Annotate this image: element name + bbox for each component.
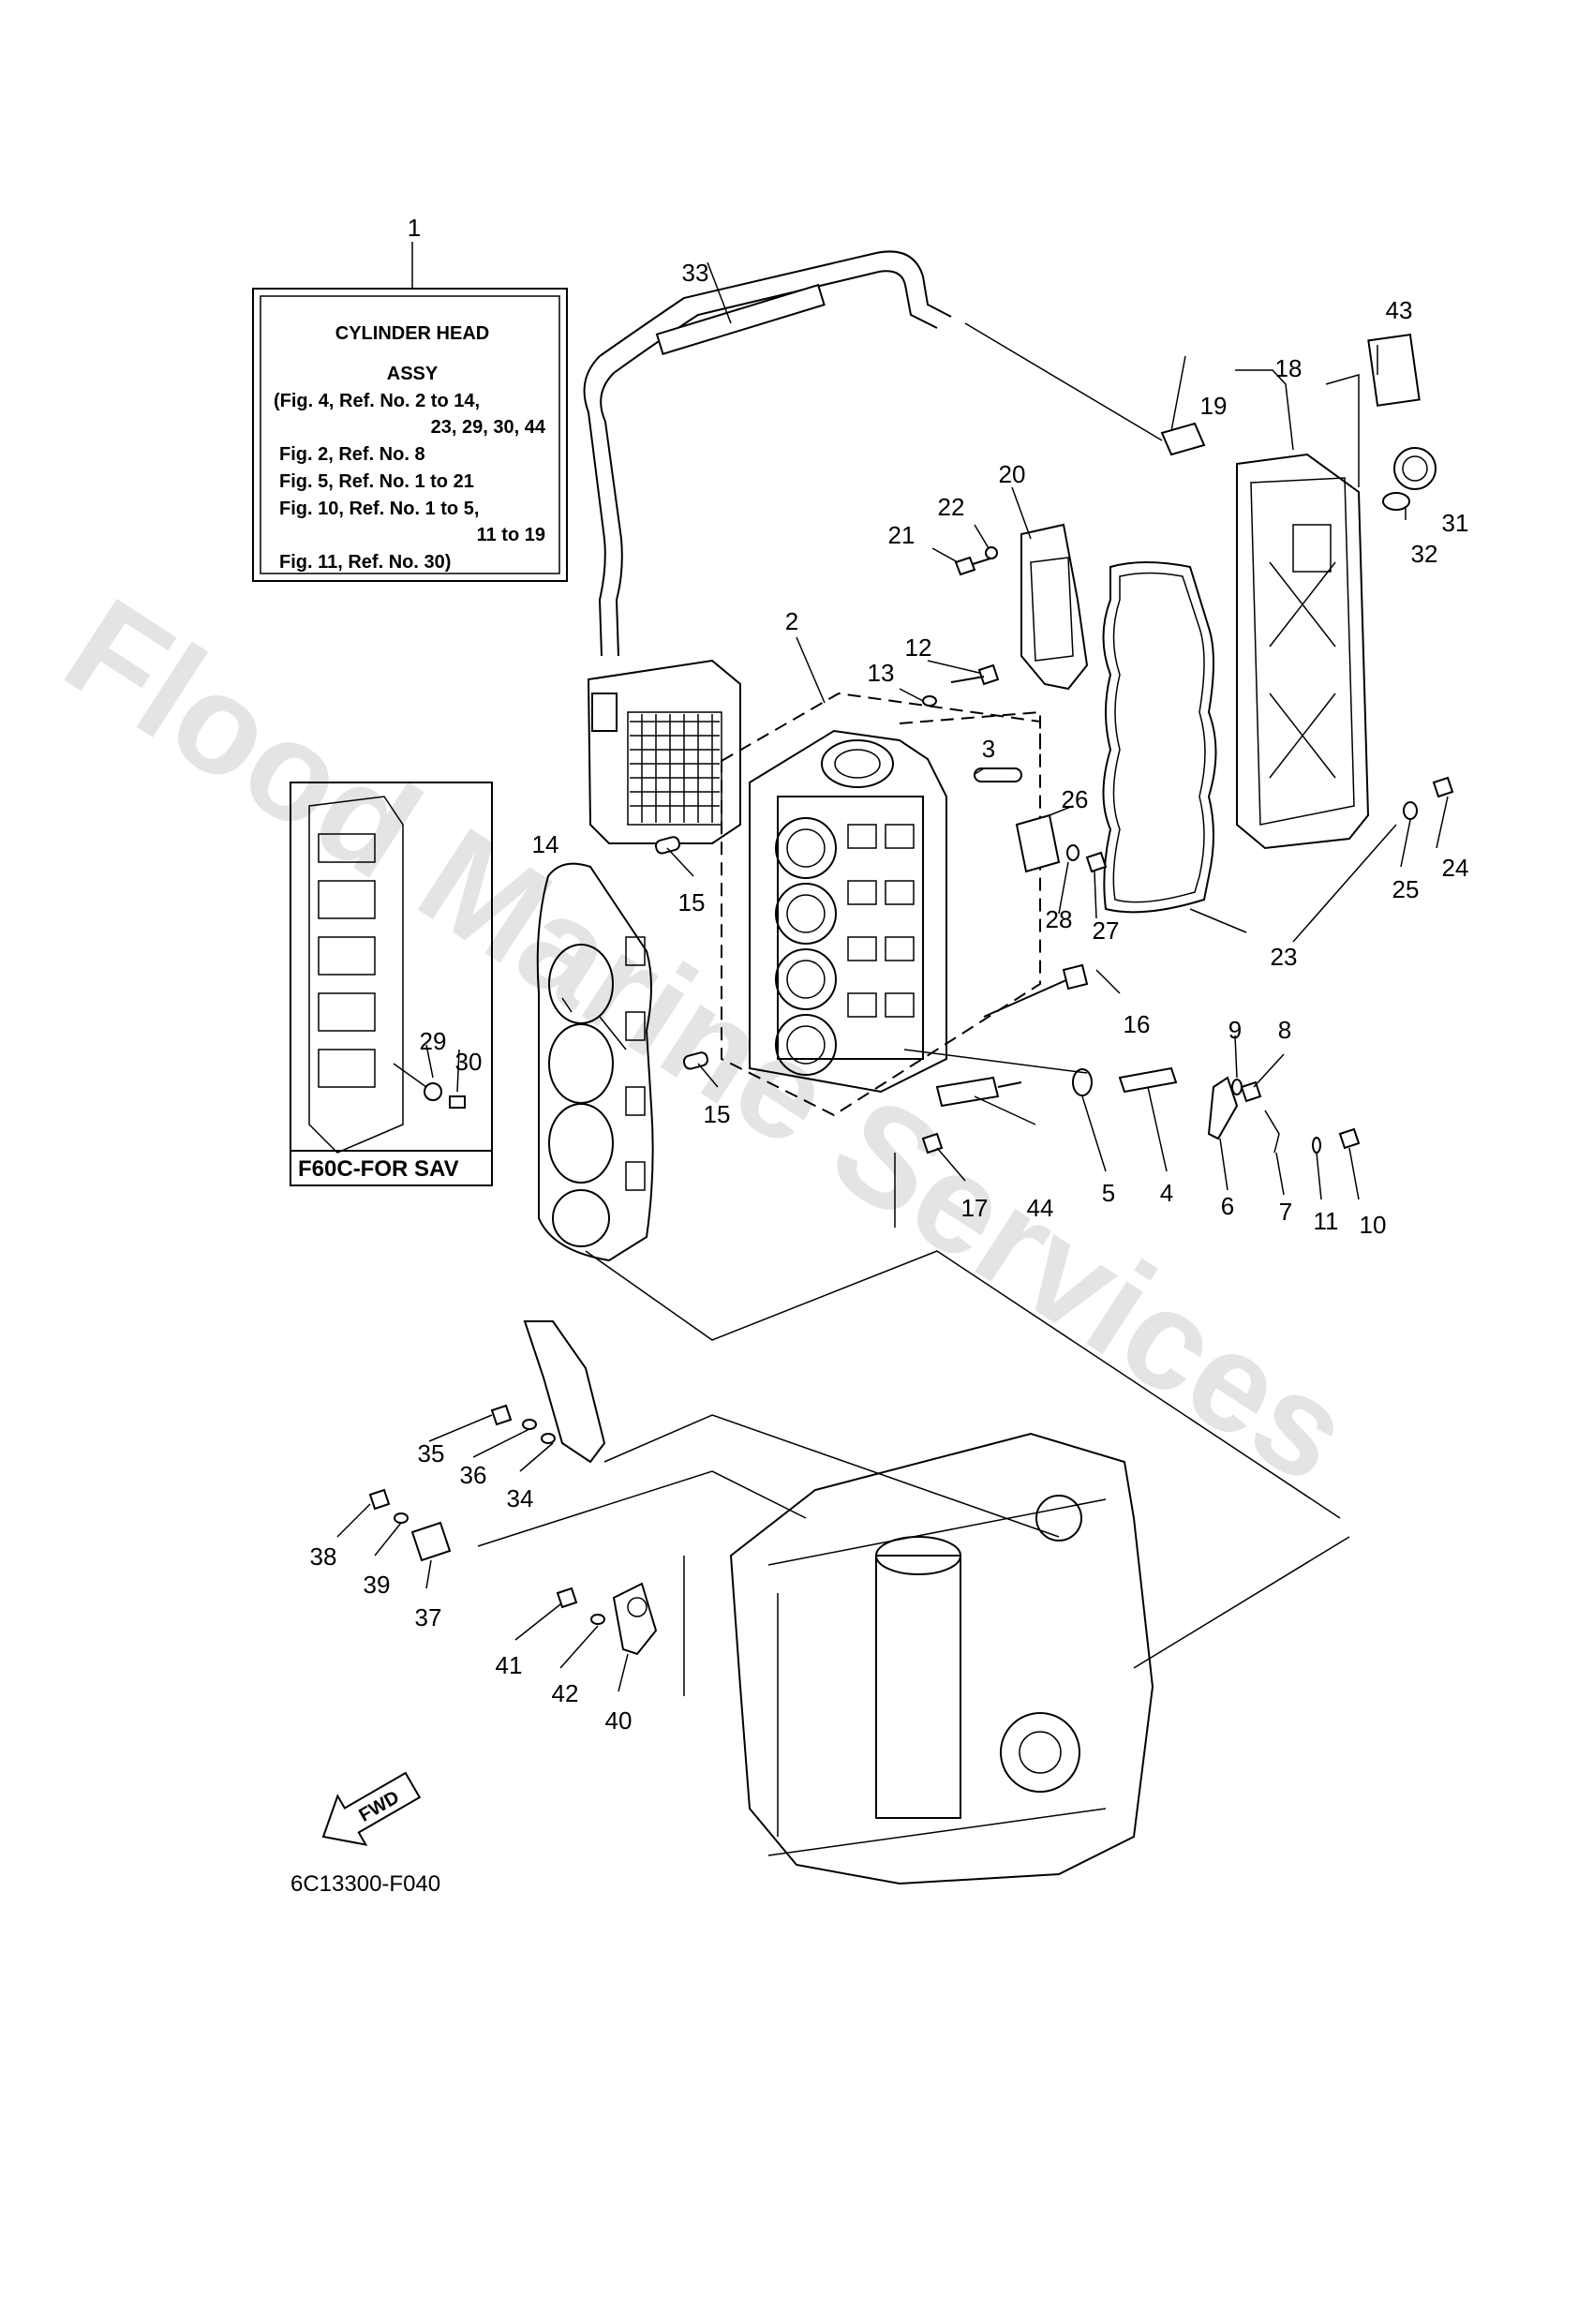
bracket-parts	[368, 1320, 658, 1656]
callout-15b: 15	[704, 1100, 731, 1128]
callout-31: 31	[1442, 509, 1469, 537]
callout-2: 2	[785, 607, 798, 635]
cylinder-head-cover	[1102, 453, 1370, 914]
callout-10: 10	[1360, 1211, 1387, 1239]
cylinder-block	[729, 1432, 1154, 1885]
cylinder-head-gasket	[536, 862, 654, 1262]
info-box-line-1: CYLINDER HEAD	[335, 323, 489, 344]
callout-8: 8	[1278, 1016, 1291, 1044]
callout-21: 21	[888, 521, 916, 549]
info-box-line-8: 11 to 19	[477, 525, 545, 545]
info-box: CYLINDER HEAD ASSY (Fig. 4, Ref. No. 2 t…	[252, 242, 568, 582]
callout-18: 18	[1275, 354, 1303, 382]
callout-11: 11	[1314, 1207, 1339, 1235]
leader-lines	[336, 261, 1449, 1696]
callout-23: 23	[1271, 943, 1298, 971]
info-box-line-2: ASSY	[387, 364, 439, 384]
callout-43: 43	[1386, 296, 1413, 324]
callout-5: 5	[1102, 1179, 1115, 1207]
info-box-line-7: Fig. 10, Ref. No. 1 to 5,	[279, 499, 479, 519]
callout-17: 17	[961, 1194, 989, 1222]
info-box-line-9: Fig. 11, Ref. No. 30)	[279, 552, 451, 573]
fwd-arrow: FWD	[321, 1771, 422, 1846]
callout-33: 33	[682, 259, 709, 287]
callout-29: 29	[420, 1027, 447, 1055]
diagram-code: 6C13300-F040	[290, 1871, 440, 1897]
callout-42: 42	[552, 1679, 579, 1707]
callout-40: 40	[605, 1706, 633, 1735]
callout-39: 39	[364, 1571, 391, 1599]
callout-15a: 15	[678, 888, 706, 916]
breather-silencer	[587, 659, 741, 844]
callout-34: 34	[507, 1484, 534, 1512]
cylinder-head-group	[721, 692, 1041, 1117]
callout-26: 26	[1062, 785, 1089, 813]
callout-4: 4	[1160, 1179, 1173, 1207]
anode-cover	[1020, 523, 1089, 691]
callout-22: 22	[938, 493, 965, 521]
callout-30: 30	[455, 1048, 483, 1076]
callout-14: 14	[532, 830, 559, 858]
callout-19: 19	[1200, 392, 1228, 420]
label-43-tag	[1367, 334, 1421, 407]
callout-3: 3	[982, 735, 995, 763]
small-parts	[654, 422, 1454, 1155]
callout-37: 37	[415, 1603, 442, 1631]
inset-label: F60C-FOR SAV	[298, 1156, 459, 1182]
info-box-line-3: (Fig. 4, Ref. No. 2 to 14,	[274, 391, 480, 411]
callout-38: 38	[310, 1542, 337, 1571]
callout-9: 9	[1228, 1016, 1242, 1044]
callout-25: 25	[1392, 875, 1420, 903]
callout-6: 6	[1221, 1192, 1234, 1220]
callout-36: 36	[460, 1461, 487, 1489]
callout-44: 44	[1027, 1194, 1054, 1222]
info-box-line-5: Fig. 2, Ref. No. 8	[279, 444, 425, 465]
callout-7: 7	[1279, 1198, 1292, 1226]
callout-numbers: 1 2 3 4 5 6 7 8 9 10 11 12 13 14 15 15 1…	[310, 214, 1469, 1735]
info-box-line-6: Fig. 5, Ref. No. 1 to 21	[279, 471, 474, 492]
callout-41: 41	[496, 1651, 523, 1679]
callout-35: 35	[418, 1439, 445, 1467]
callout-32: 32	[1411, 540, 1438, 568]
callout-13: 13	[868, 659, 895, 687]
callout-27: 27	[1093, 916, 1120, 945]
callout-1: 1	[408, 214, 421, 242]
callout-24: 24	[1442, 854, 1469, 882]
inset-f60c: F60C-FOR SAV	[290, 782, 493, 1186]
callout-28: 28	[1046, 905, 1073, 933]
info-box-line-4: 23, 29, 30, 44	[431, 417, 546, 438]
breather-hose	[583, 250, 1163, 657]
callout-12: 12	[905, 633, 932, 662]
callout-20: 20	[999, 460, 1026, 488]
callout-16: 16	[1124, 1010, 1151, 1038]
